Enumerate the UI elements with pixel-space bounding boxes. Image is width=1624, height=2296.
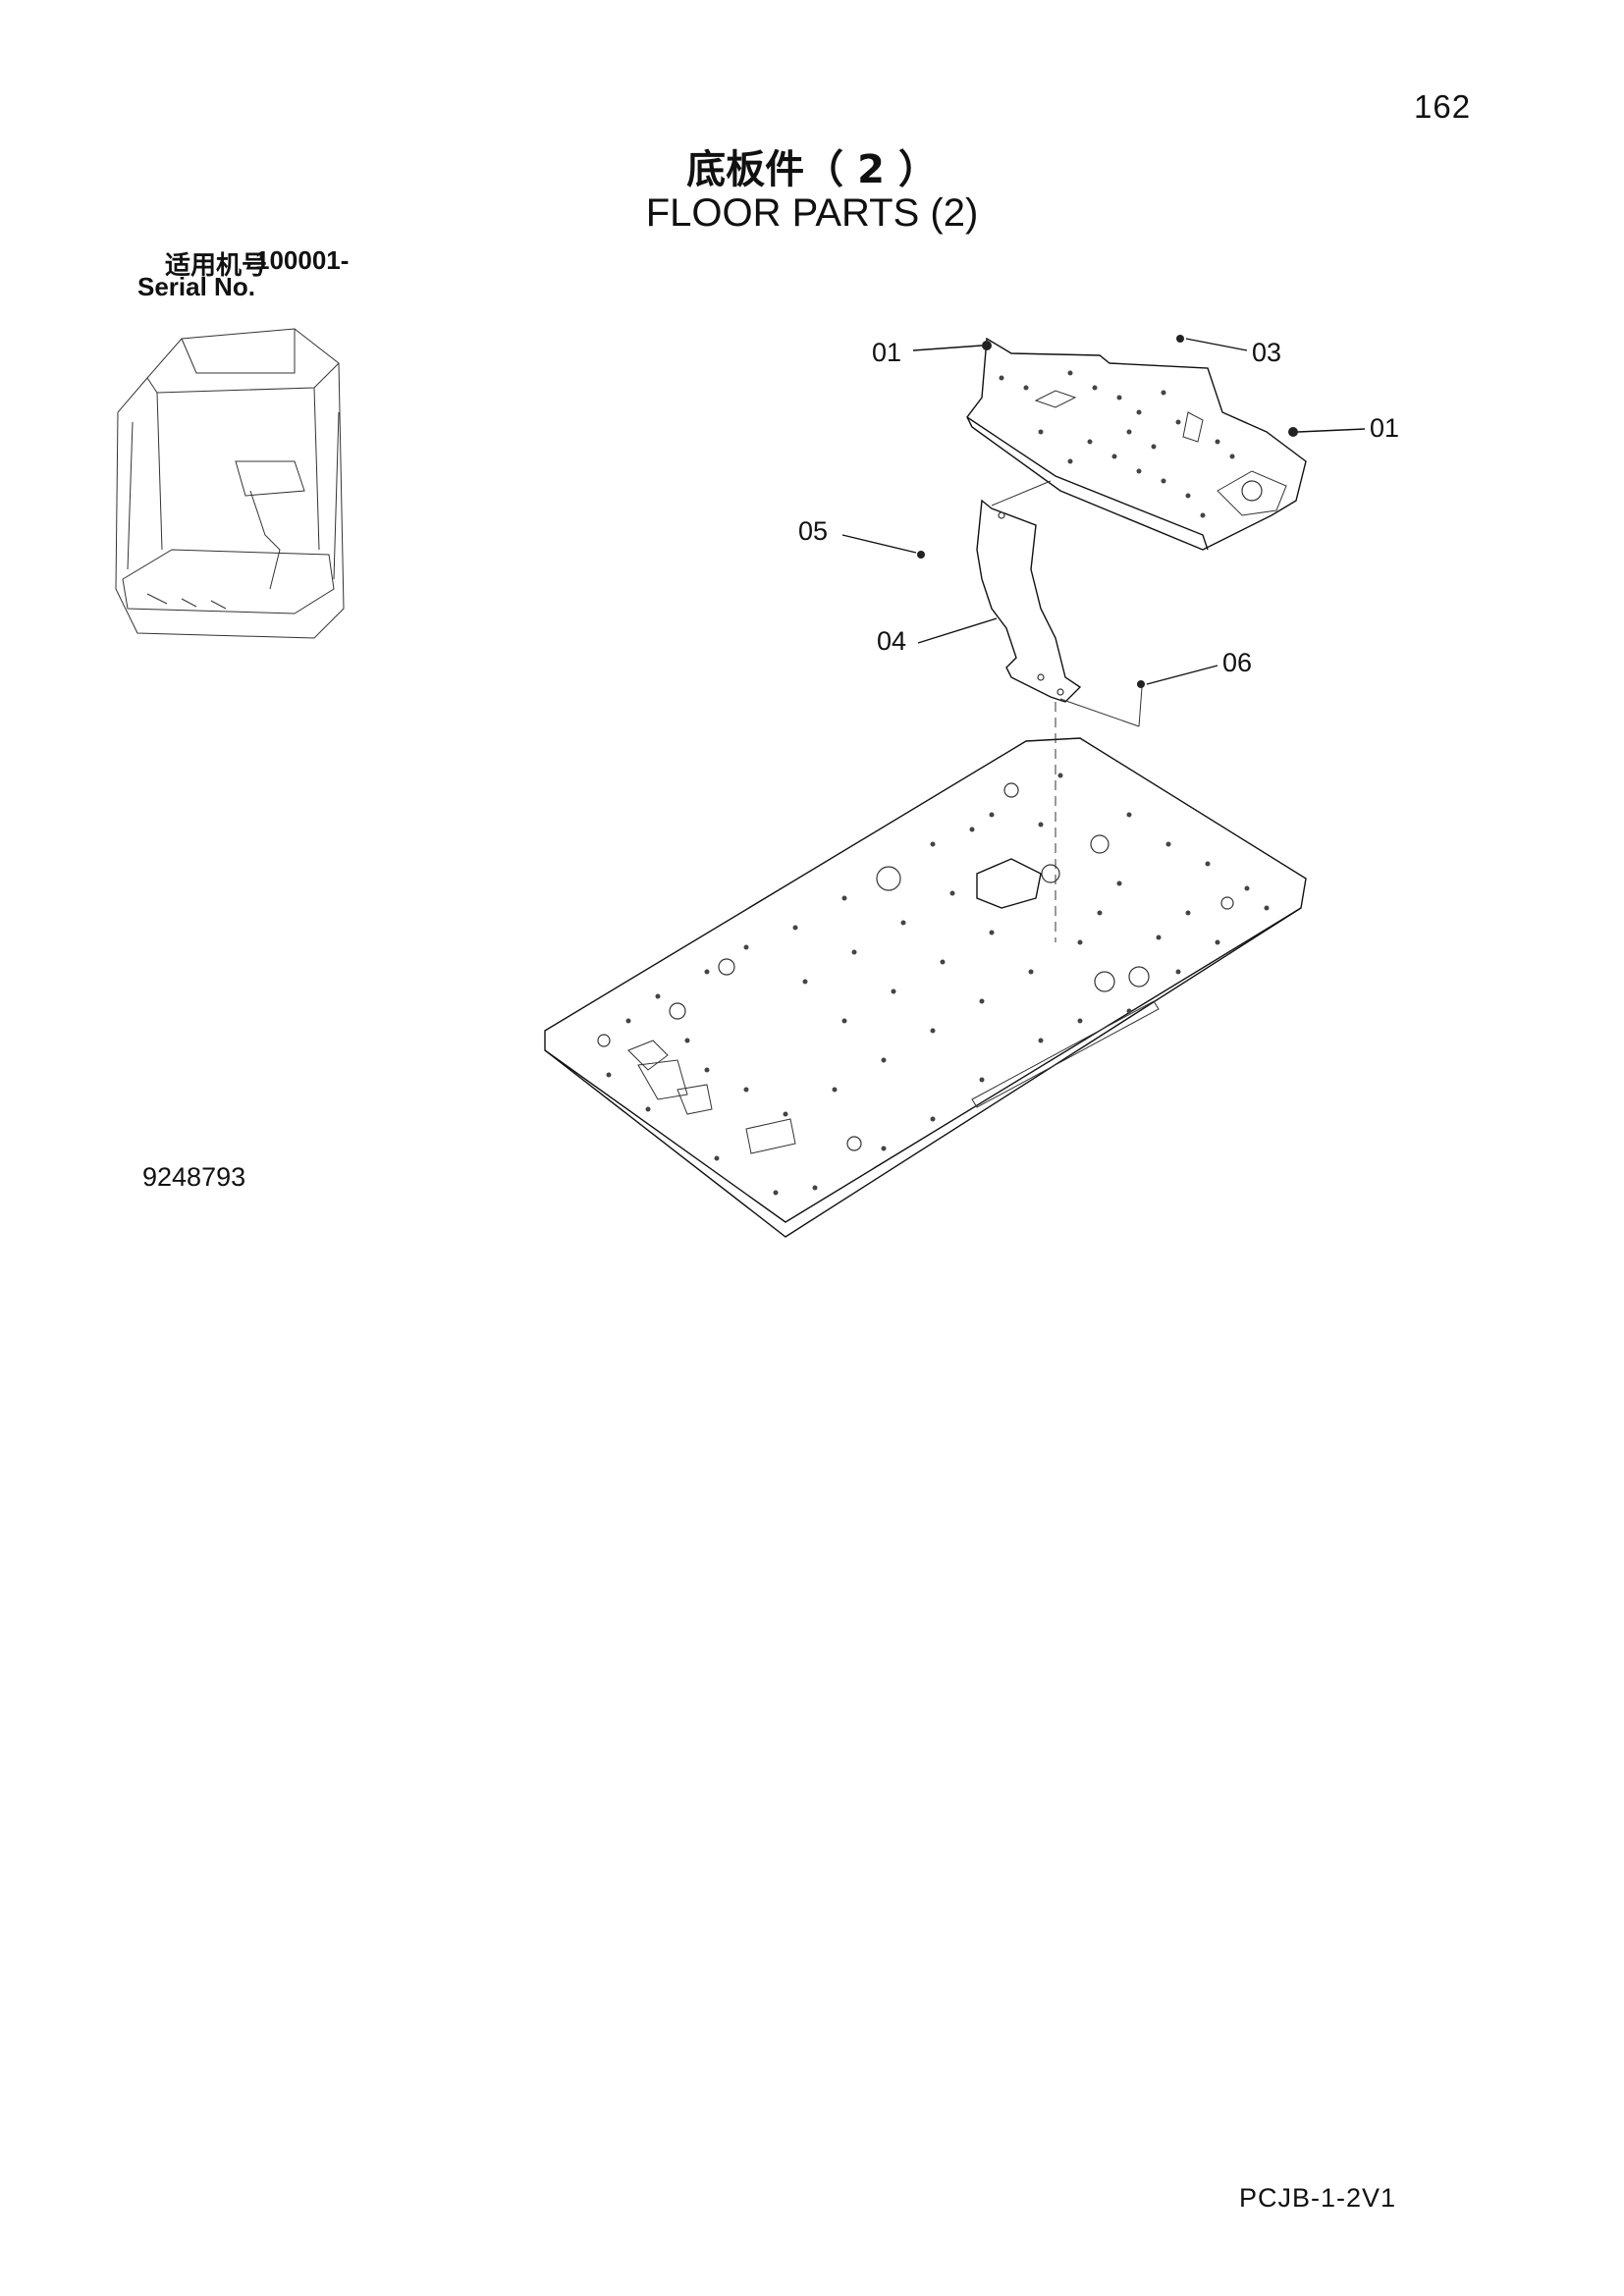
serial-range: 100001- [255,245,350,275]
serial-label-english: Serial No. [137,272,255,301]
leader-lines [841,338,1366,942]
callout-04: 04 [877,626,906,656]
callout-05: 05 [798,516,828,546]
callout-01-upper-left: 01 [872,338,901,367]
bracket-part-04 [976,499,1082,703]
callout-06: 06 [1222,648,1252,677]
main-floor-plate [544,737,1307,1238]
footer-document-code: PCJB-1-2V1 [1239,2183,1397,2213]
callout-03: 03 [1252,338,1281,367]
callout-01-right: 01 [1370,413,1399,443]
upper-floor-plate [966,337,1307,551]
serial-label-chinese: 适用机号 [165,251,268,281]
page-title-english: FLOOR PARTS (2) [645,191,979,235]
cab-thumbnail-illustration [115,328,345,639]
page-number: 162 [1414,88,1472,125]
page-title-chinese: 底板件（ 2 ） [686,147,938,192]
drawing-number: 9248793 [142,1162,246,1192]
fastener-bolts [917,335,1298,688]
